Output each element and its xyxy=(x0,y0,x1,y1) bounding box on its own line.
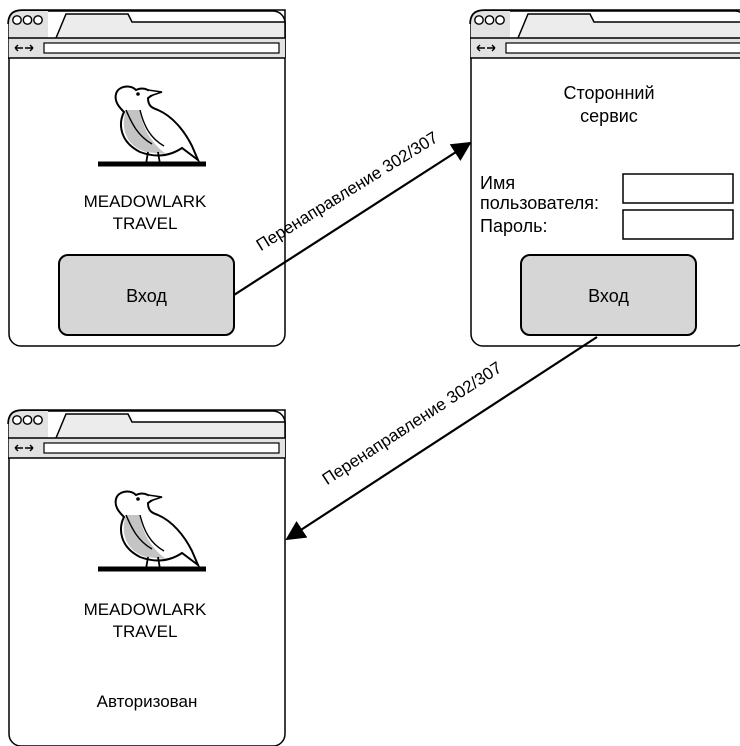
service-title-line2: сервис xyxy=(580,106,638,126)
brand-line1: MEADOWLARK xyxy=(84,600,207,619)
login-window: MEADOWLARK TRAVEL Вход xyxy=(7,9,286,347)
username-field[interactable] xyxy=(622,173,734,204)
login-button[interactable]: Вход xyxy=(58,254,235,336)
service-login-button-label: Вход xyxy=(588,286,629,306)
username-label-line1: Имя xyxy=(480,173,515,193)
login-button-label: Вход xyxy=(126,286,167,306)
password-field[interactable] xyxy=(622,209,734,240)
service-title-line1: Сторонний xyxy=(563,83,654,103)
arrow-icon xyxy=(233,141,472,296)
password-label: Пароль: xyxy=(480,216,547,236)
authorized-window: MEADOWLARK TRAVEL Авторизован xyxy=(7,409,286,746)
username-label-line2: пользователя: xyxy=(480,193,599,213)
brand-line2: TRAVEL xyxy=(113,214,178,233)
service-login-button[interactable]: Вход xyxy=(520,254,697,336)
redirect-to-app-label: Перенаправление 302/307 xyxy=(319,358,505,489)
brand-line1: MEADOWLARK xyxy=(84,192,207,211)
brand-line2: TRAVEL xyxy=(113,622,178,641)
third-party-window: Сторонний сервис Имя пользователя: Парол… xyxy=(469,9,740,347)
arrow-icon xyxy=(285,336,598,541)
authorized-status-label: Авторизован xyxy=(97,692,198,711)
